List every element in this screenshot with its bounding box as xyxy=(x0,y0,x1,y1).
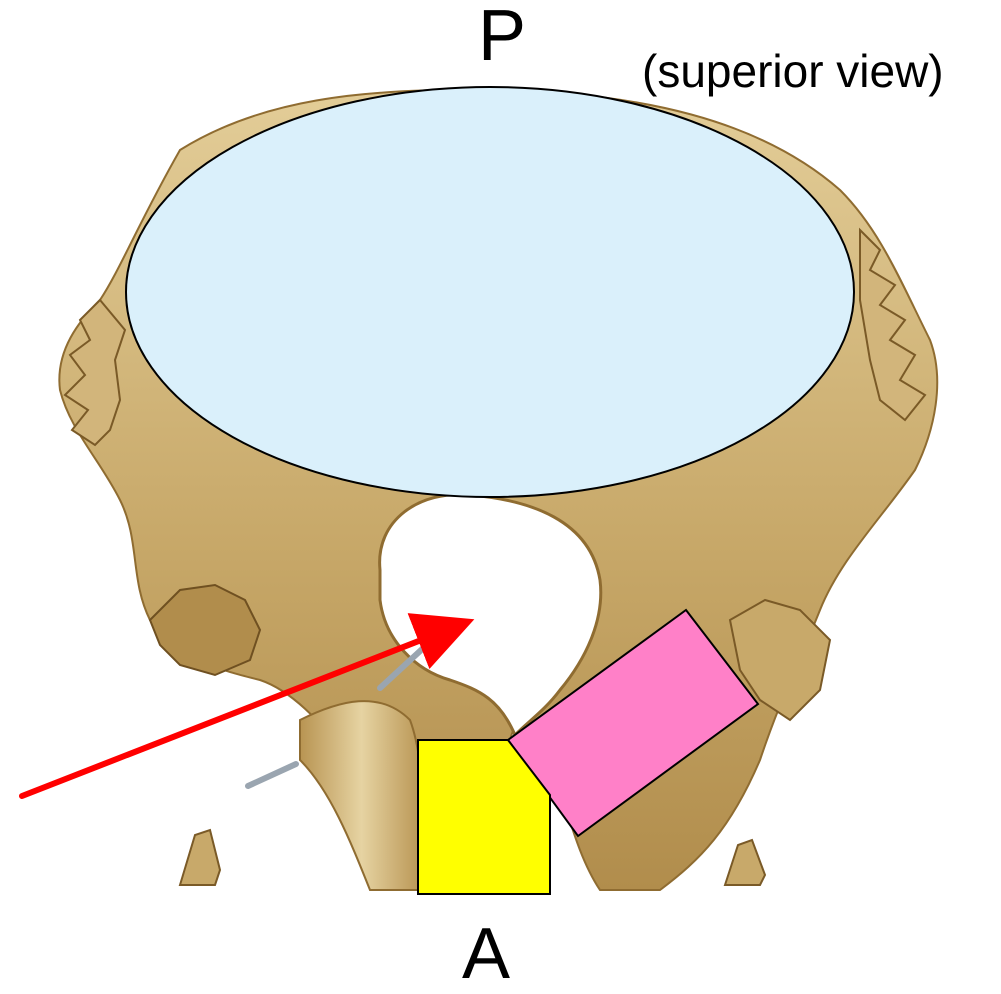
view-label: (superior view) xyxy=(642,48,944,94)
lower-left-spine xyxy=(180,830,220,885)
lower-right-spine xyxy=(725,840,765,885)
pubic-ramus xyxy=(300,701,423,890)
posterior-label: P xyxy=(478,0,526,72)
blue-ellipse-overlay xyxy=(126,87,854,497)
anterior-label: A xyxy=(462,918,510,990)
